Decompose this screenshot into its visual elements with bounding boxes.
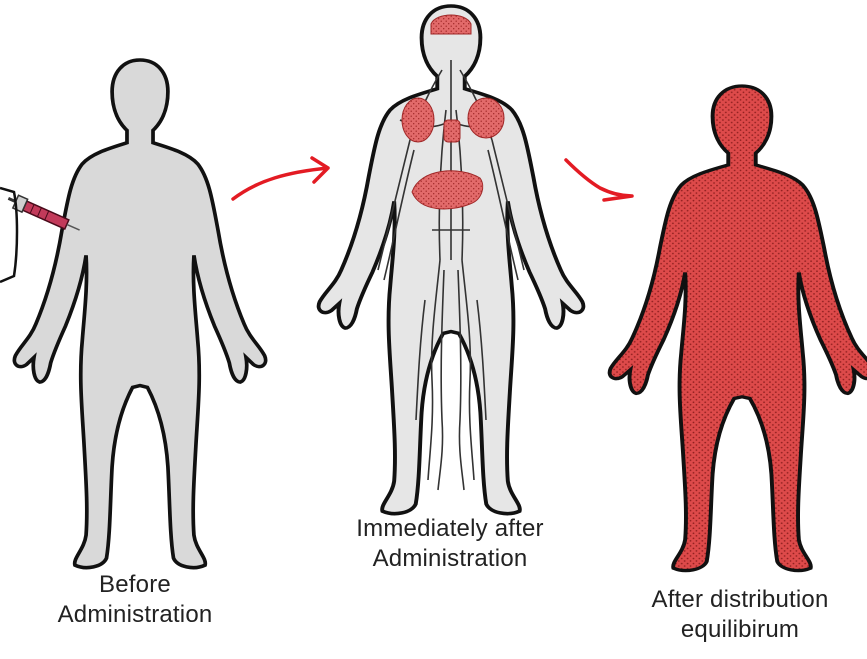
figure-before — [0, 60, 266, 568]
heart-highlight — [444, 120, 460, 142]
brain-highlight — [431, 15, 471, 34]
caption-before: Before Administration — [20, 570, 250, 630]
body-silhouette-before — [14, 60, 265, 568]
caption-after-line-2: equilibirum — [615, 615, 865, 645]
lung-left-highlight — [402, 98, 434, 142]
caption-immediate: Immediately after Administration — [315, 514, 585, 574]
caption-immediate-line-1: Immediately after — [315, 514, 585, 544]
caption-before-line-2: Administration — [20, 600, 250, 630]
caption-immediate-line-2: Administration — [315, 544, 585, 574]
body-silhouette-after — [610, 86, 867, 571]
figure-immediate — [319, 6, 584, 514]
caption-after: After distribution equilibirum — [615, 585, 865, 645]
figure-after — [610, 86, 867, 571]
caption-after-line-1: After distribution — [615, 585, 865, 615]
caption-before-line-1: Before — [20, 570, 250, 600]
curved-arrow-icon — [566, 160, 632, 200]
curved-arrow-icon — [233, 158, 328, 199]
bracket-mark — [0, 188, 17, 282]
lung-right-highlight — [468, 98, 504, 138]
